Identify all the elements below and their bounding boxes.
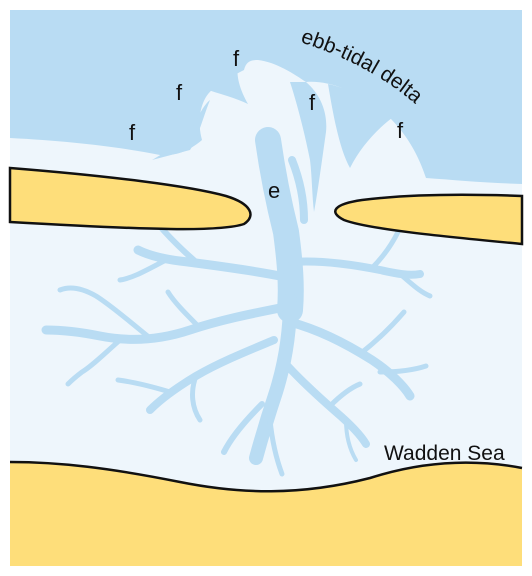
ebb-channel-label: e <box>268 178 280 203</box>
flood-channel-label-3: f <box>129 120 136 145</box>
flood-channel-label-4: f <box>309 90 316 115</box>
flood-channel-label-2: f <box>176 80 183 105</box>
flood-channel-label-5: f <box>397 118 404 143</box>
wadden-sea-label: Wadden Sea <box>384 442 505 465</box>
flood-channel-label-1: f <box>233 46 240 71</box>
